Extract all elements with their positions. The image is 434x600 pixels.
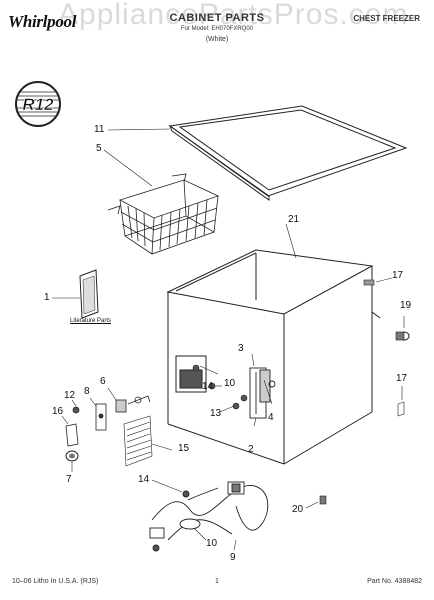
- callout-11: 11: [94, 124, 105, 135]
- callout-3: 3: [238, 343, 244, 354]
- callout-19: 19: [400, 300, 412, 311]
- screws: [192, 364, 248, 410]
- wiring-harness: [149, 481, 269, 552]
- page-title: CABINET PARTS: [169, 12, 265, 24]
- whirlpool-logo: Whirlpool: [8, 12, 77, 31]
- wire-basket: [107, 173, 220, 255]
- literature-booklet: [79, 269, 99, 319]
- drain-plug: [395, 331, 410, 341]
- footer-part-number: Part No. 4388482: [367, 578, 422, 585]
- color-label: (White): [205, 36, 229, 43]
- r12-badge: R12: [15, 81, 61, 127]
- callout-17-top: 17: [392, 270, 404, 281]
- watermark: AppliancePartsPros.com: [58, 0, 409, 31]
- callout-4: 4: [268, 412, 274, 423]
- callout-10-bottom: 10: [206, 538, 218, 549]
- control-knob: [65, 450, 79, 462]
- callout-12: 12: [64, 390, 76, 401]
- r12-badge-text: R12: [22, 95, 54, 114]
- footer-litho: 10–06 Litho In U.S.A. (RJS): [12, 578, 99, 585]
- footer-page-number: 1: [215, 578, 219, 585]
- callout-14-bottom: 14: [138, 474, 150, 485]
- callout-8: 8: [84, 386, 90, 397]
- callout-13: 13: [210, 408, 222, 419]
- callout-9: 9: [230, 552, 236, 563]
- callout-2: 2: [248, 444, 254, 455]
- literature-parts-label: Literature Parts: [70, 318, 112, 324]
- callout-5: 5: [96, 143, 102, 154]
- callout-6: 6: [100, 376, 106, 387]
- model-subtitle: For Model: EH070FXRQ00: [180, 26, 254, 32]
- cabinet: [166, 249, 381, 465]
- callout-16: 16: [52, 406, 64, 417]
- grille: [123, 415, 153, 467]
- callout-21: 21: [288, 214, 300, 225]
- callout-15: 15: [178, 443, 190, 454]
- callout-14-mid: 14: [202, 381, 214, 392]
- control-parts: [72, 395, 151, 431]
- callout-17-right: 17: [396, 373, 408, 384]
- callout-7: 7: [66, 474, 72, 485]
- hinge-assembly: [249, 367, 276, 419]
- lid-gasket: [168, 105, 408, 201]
- product-type: CHEST FREEZER: [353, 14, 420, 23]
- callout-1: 1: [44, 292, 50, 303]
- callout-20: 20: [292, 504, 304, 515]
- callout-10-mid: 10: [224, 378, 236, 389]
